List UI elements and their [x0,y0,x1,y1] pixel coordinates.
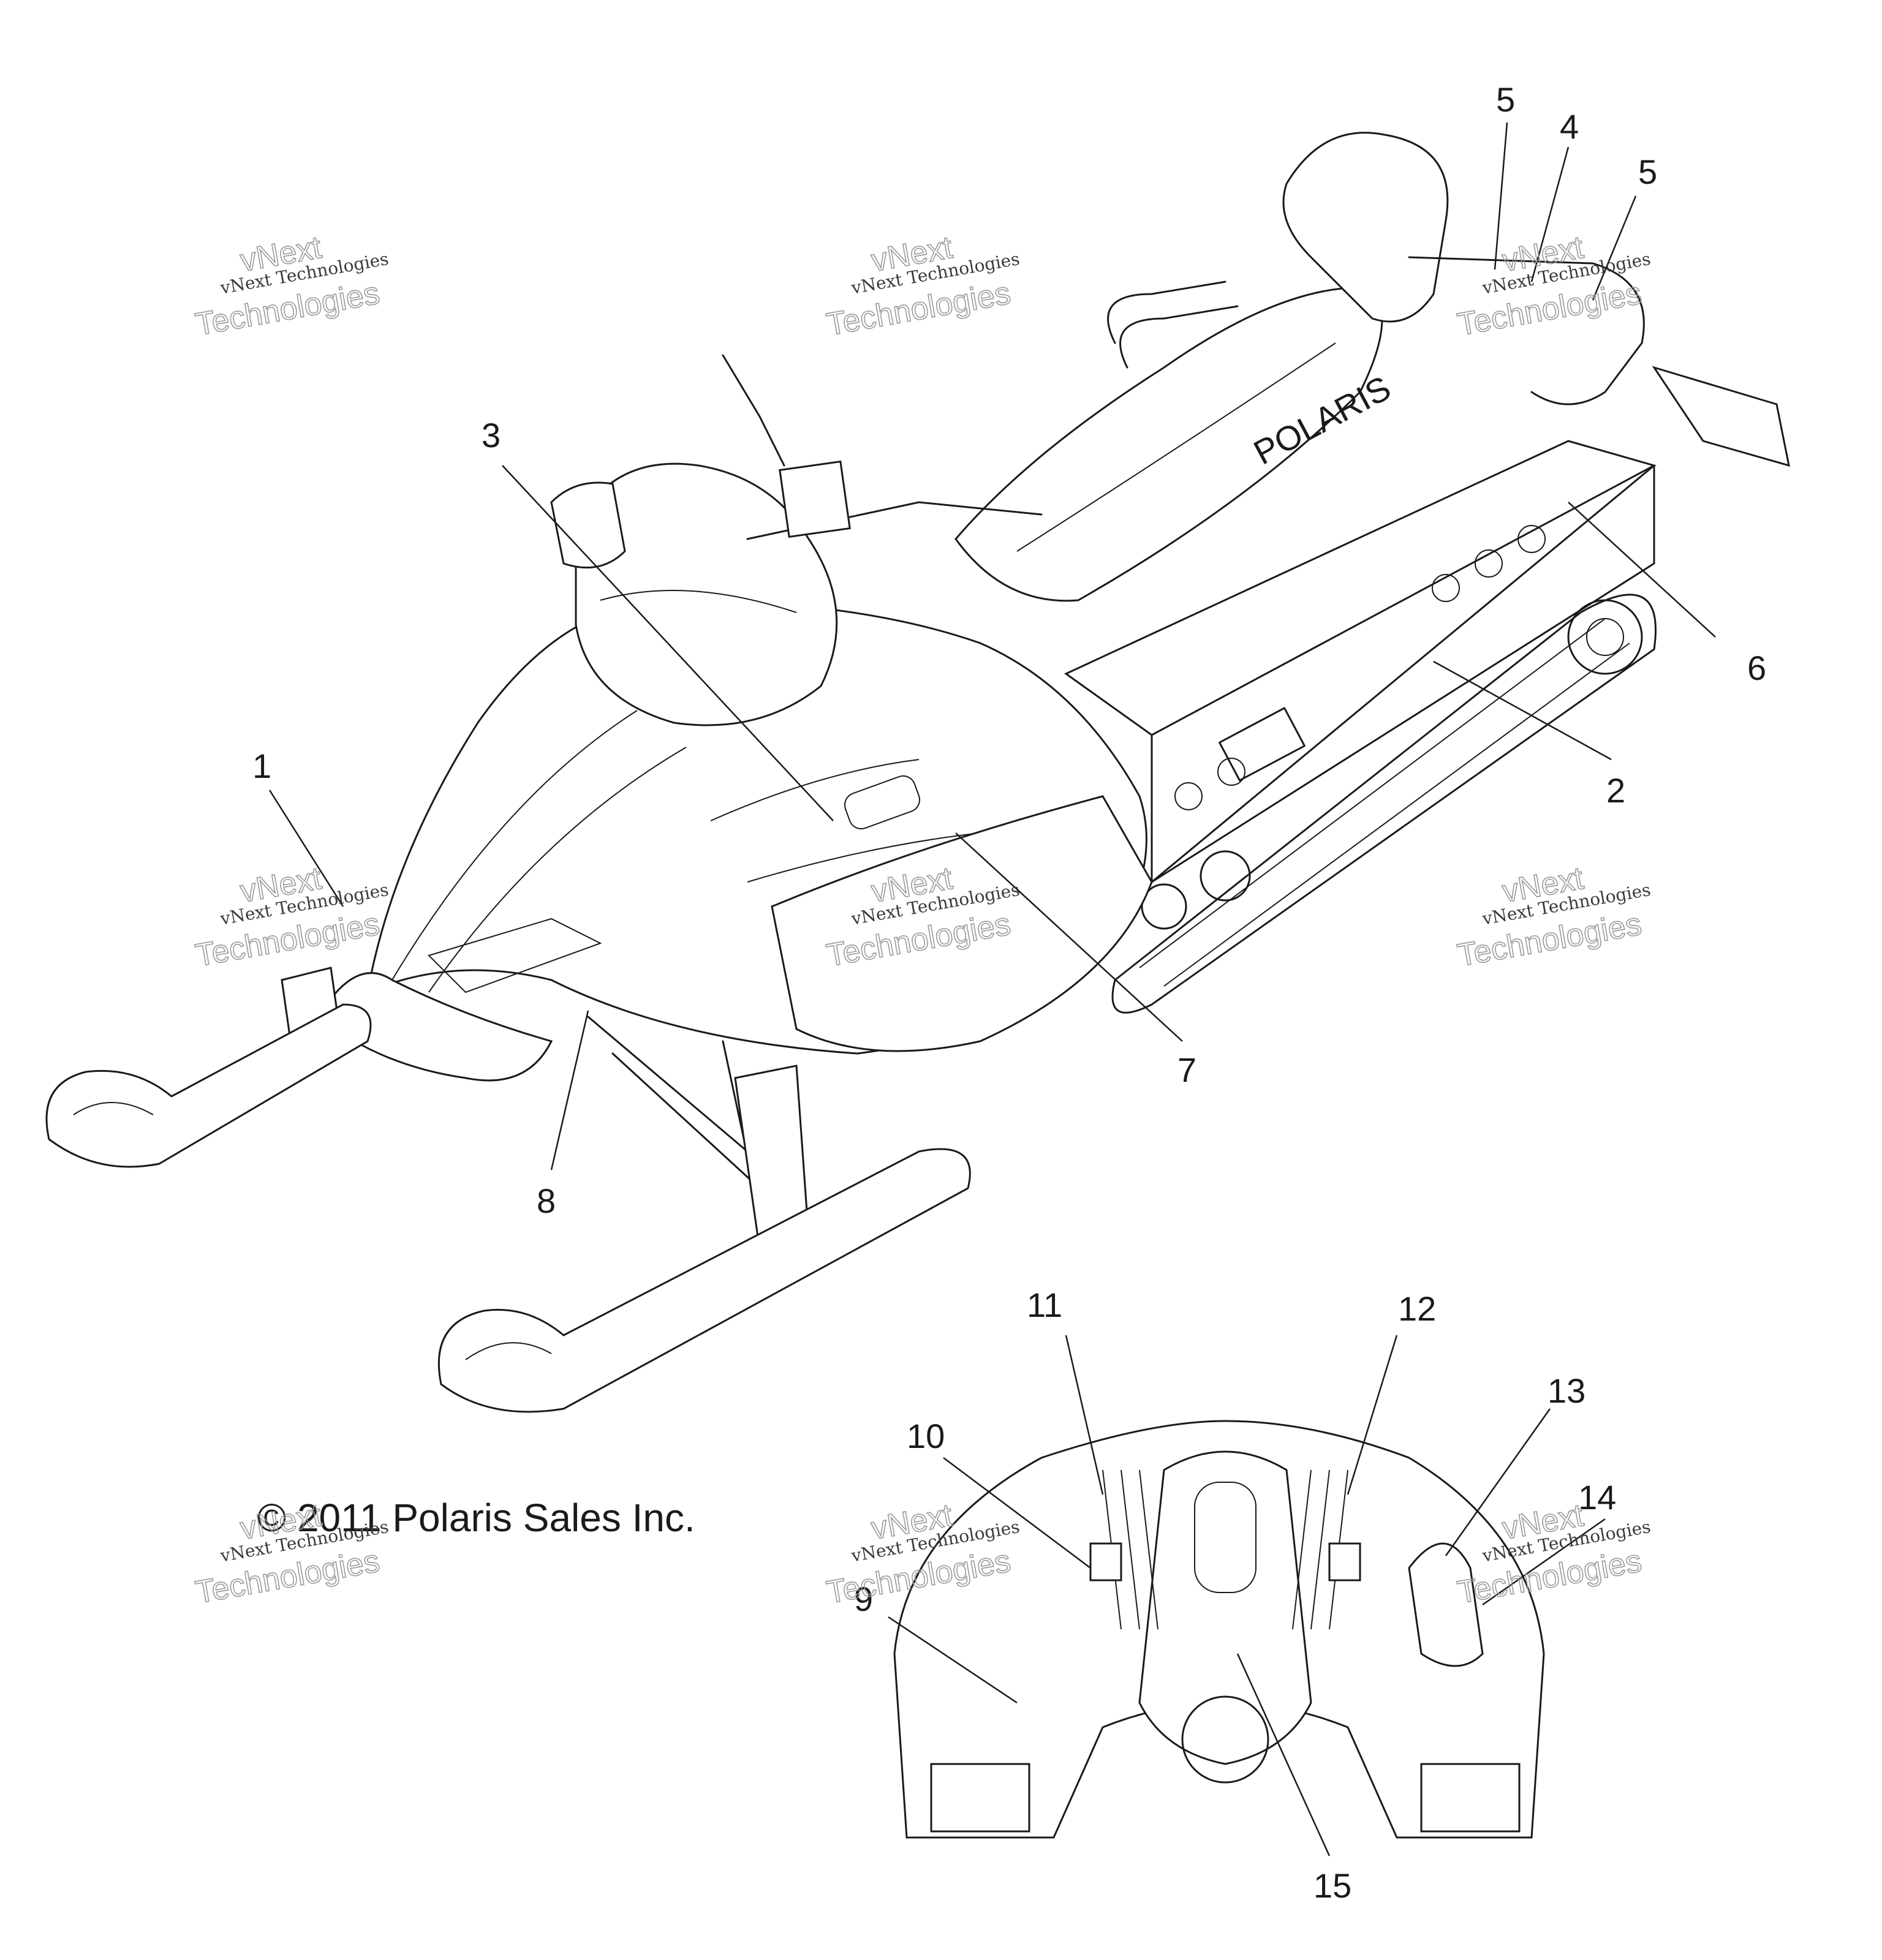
right-mount-tab [1328,1542,1361,1581]
watermark: vNext vNext Technologies Technologies [192,860,390,974]
right-side-panel [1408,1542,1484,1667]
left-mirror [550,481,626,569]
callout-12: 12 [1398,1289,1436,1328]
callout-2: 2 [1606,771,1625,810]
callout-15: 15 [1313,1866,1351,1905]
callout-1: 1 [252,747,271,785]
callout-4: 4 [1560,107,1579,146]
callout-13: 13 [1548,1371,1585,1410]
copyright-notice: © 2011 Polaris Sales Inc. [257,1496,695,1540]
hood-vent [844,775,921,830]
watermark: vNext vNext Technologies Technologies [823,229,1021,343]
headlight [428,918,602,993]
rear-grab-bar [1408,256,1645,405]
throttle-cable [722,354,785,467]
callout-8: 8 [537,1182,556,1220]
left-footrest-grille [930,1763,1030,1833]
callout-3: 3 [482,416,501,454]
watermark: vNext vNext Technologies Technologies [192,229,390,343]
watermark: vNext vNext Technologies Technologies [1454,860,1652,974]
snow-flap [1652,366,1790,467]
front-bumper [317,972,553,1082]
front-suspension-arm [587,1016,749,1153]
leader-lines [268,122,1716,1856]
rear-idler-wheel [1567,599,1643,675]
callout-11: 11 [1027,1286,1062,1324]
backrest [1282,132,1449,323]
headlight-lens [1181,1695,1269,1784]
snowmobile-illustration: POLARIS [45,132,1790,1413]
bogie-wheel [1200,850,1251,902]
callout-7: 7 [1177,1050,1196,1089]
callout-5b: 5 [1638,153,1657,191]
hood-detail-illustration [893,1420,1545,1839]
windshield [575,462,838,726]
watermark: vNext vNext Technologies Technologies [1454,229,1652,343]
callout-labels: 1 2 3 4 5 5 6 7 8 9 10 11 12 13 14 15 [252,80,1766,1905]
bogie-wheel [1141,883,1187,930]
callout-5a: 5 [1496,80,1515,119]
tunnel-stripe [1151,464,1655,883]
callout-10: 10 [907,1417,945,1455]
left-mount-tab [1089,1542,1122,1581]
left-ski [45,1003,372,1168]
right-ski [437,1148,971,1413]
track-outline [1111,594,1657,1014]
handlebar-pad [779,460,851,538]
seat [954,286,1383,602]
center-pod [1194,1482,1257,1593]
callout-9: 9 [854,1580,873,1618]
callout-6: 6 [1747,649,1766,687]
side-panel [771,795,1153,1052]
center-panel [1138,1450,1312,1765]
right-footrest-grille [1420,1763,1521,1833]
passenger-handle [1107,281,1226,344]
tunnel-holes [1174,525,1546,810]
callout-14: 14 [1578,1478,1616,1517]
tunnel-box [1219,707,1306,782]
